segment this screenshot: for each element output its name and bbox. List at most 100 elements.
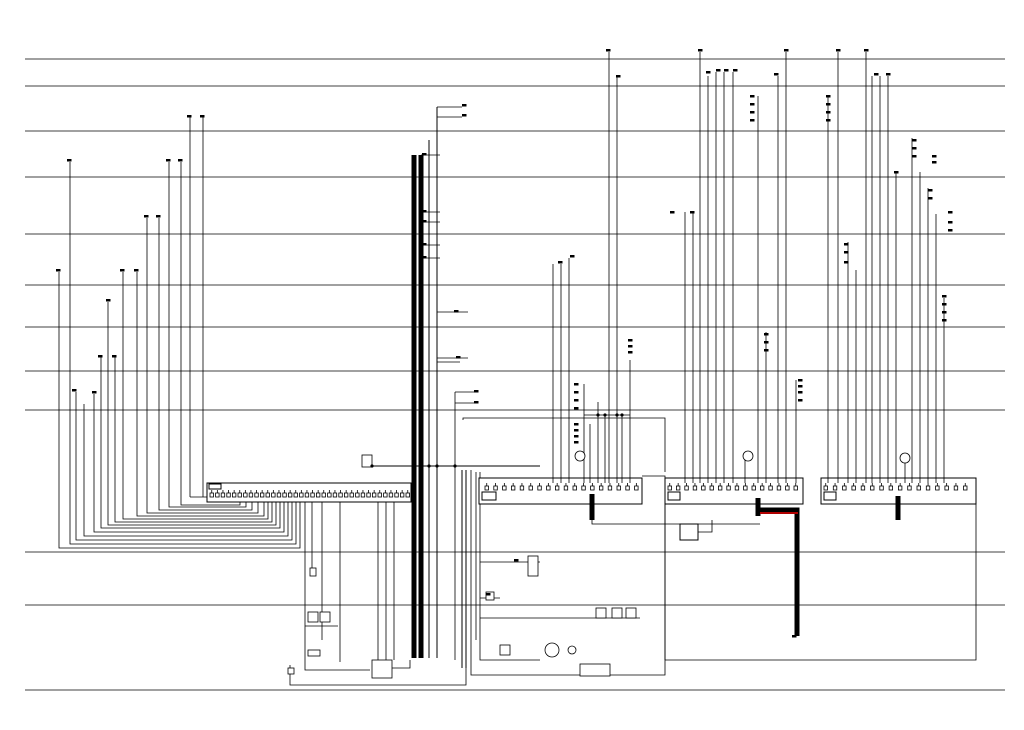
junction-dots xyxy=(370,413,624,468)
equipment-box xyxy=(307,649,321,657)
junction-dot xyxy=(620,413,624,417)
sub-panel-b-transformer-link xyxy=(698,520,713,533)
terminal-tag xyxy=(72,389,77,392)
breaker-symbol xyxy=(634,485,639,491)
breaker-symbol xyxy=(315,492,321,498)
terminal-tag xyxy=(836,49,841,52)
terminal-tag xyxy=(574,441,579,444)
breaker-symbol xyxy=(555,485,560,491)
equipment-box xyxy=(485,591,495,601)
sub-panel-c-header xyxy=(823,491,837,501)
terminal-tag xyxy=(628,345,633,348)
terminal-tag xyxy=(826,111,831,114)
terminal-tag xyxy=(724,69,729,72)
breaker-symbol xyxy=(546,485,551,491)
breaker-symbol xyxy=(394,492,399,498)
breaker-symbol xyxy=(907,485,912,491)
breaker-symbol xyxy=(237,492,242,498)
terminal-tag xyxy=(144,215,149,218)
equipment-box xyxy=(499,644,511,656)
terminal-tag xyxy=(948,229,953,232)
terminal-tag xyxy=(844,251,849,254)
sub-panel-a-outgoing xyxy=(591,520,760,525)
breaker-symbol xyxy=(383,492,388,498)
breaker-symbol xyxy=(581,485,586,491)
breaker-symbol xyxy=(366,492,371,498)
terminal-tag xyxy=(942,319,947,322)
breaker-symbol xyxy=(709,485,714,491)
terminal-tag xyxy=(784,49,789,52)
breaker-symbol xyxy=(215,492,220,498)
breaker-symbol xyxy=(916,485,921,491)
breaker-symbol xyxy=(399,492,405,498)
breaker-symbol xyxy=(377,492,382,498)
feeder-riser xyxy=(93,394,285,533)
breaker-symbol xyxy=(293,492,298,498)
terminal-tag xyxy=(894,171,899,174)
terminal-tag xyxy=(942,295,947,298)
terminal-tag xyxy=(120,269,125,272)
terminal-tag xyxy=(764,349,769,352)
terminal-tag xyxy=(733,69,738,72)
terminal-tag xyxy=(574,423,579,426)
terminal-tag xyxy=(106,299,111,302)
feeder-riser xyxy=(158,218,253,511)
equipment-box xyxy=(307,611,319,623)
breaker-symbol xyxy=(271,492,276,498)
motor-symbol xyxy=(899,452,911,464)
terminal-tag xyxy=(422,210,427,213)
terminal-tag xyxy=(690,211,695,214)
junction-dot xyxy=(370,464,374,468)
sub-panel-c-breaker-row xyxy=(823,483,968,491)
terminal-tag xyxy=(706,71,711,74)
terminal-tag xyxy=(826,95,831,98)
main-distribution-board xyxy=(206,482,412,503)
breaker-symbol xyxy=(405,492,410,498)
breaker-symbol xyxy=(851,485,856,491)
terminal-tag xyxy=(844,261,849,264)
terminal-tag xyxy=(874,73,879,76)
terminal-tag xyxy=(750,103,755,106)
breaker-symbol xyxy=(343,492,349,498)
breaker-symbol xyxy=(944,485,949,491)
sub-panel-b-enclosure xyxy=(664,477,804,505)
terminal-tag xyxy=(774,73,779,76)
breaker-symbol xyxy=(842,485,847,491)
breaker-symbol xyxy=(870,485,875,491)
breaker-symbol xyxy=(963,485,968,491)
terminal-tag xyxy=(750,119,755,122)
terminal-tag xyxy=(928,189,933,192)
terminal-tag xyxy=(628,339,633,342)
breaker-symbol xyxy=(768,485,773,491)
motor-symbol xyxy=(567,645,577,655)
feeder-riser xyxy=(168,162,247,508)
junction-dot xyxy=(453,464,457,468)
breaker-symbol xyxy=(276,492,282,498)
terminal-tag xyxy=(912,139,917,142)
terminal-tag xyxy=(942,303,947,306)
terminal-tag xyxy=(798,391,803,394)
riser-to-board xyxy=(479,472,540,661)
junction-dot xyxy=(419,464,423,468)
breaker-symbol xyxy=(304,492,310,498)
breaker-symbol xyxy=(563,485,569,491)
feeder-riser xyxy=(136,272,265,517)
terminal-tag xyxy=(178,159,183,162)
terminal-tag xyxy=(750,95,755,98)
breaker-symbol xyxy=(751,485,756,491)
feeder-riser xyxy=(180,162,241,506)
terminal-tag xyxy=(422,256,427,259)
motor-symbol xyxy=(574,450,586,462)
breaker-symbol xyxy=(510,485,516,491)
breaker-symbol xyxy=(299,492,304,498)
terminal-tag xyxy=(514,559,519,562)
terminal-tag xyxy=(156,215,161,218)
terminal-tag xyxy=(942,311,947,314)
breaker-symbol xyxy=(360,492,366,498)
sub-panel-b-header xyxy=(667,491,681,501)
breaker-symbol xyxy=(231,492,237,498)
terminal-tag xyxy=(574,407,579,410)
terminal-tag xyxy=(606,49,611,52)
terminal-tag xyxy=(570,255,575,258)
terminal-tag xyxy=(558,261,563,264)
